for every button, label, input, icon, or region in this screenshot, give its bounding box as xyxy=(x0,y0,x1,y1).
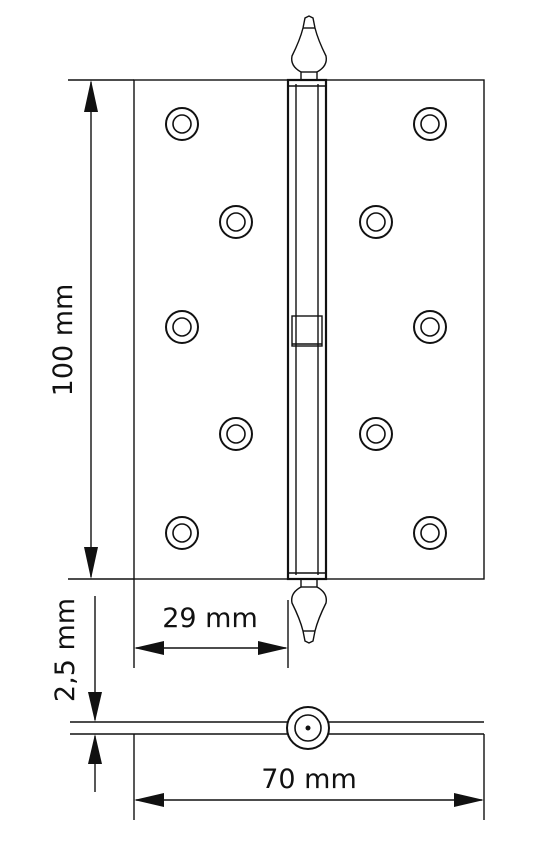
hinge-side-view xyxy=(134,706,484,750)
arrow-head xyxy=(84,80,98,112)
right-leaf-outline xyxy=(325,79,485,580)
knuckle-offset-dimension: 29 mm xyxy=(133,579,289,668)
screw-hole xyxy=(413,107,447,141)
right-leaf xyxy=(325,79,485,580)
height-label: 100 mm xyxy=(48,284,79,397)
screw-hole xyxy=(413,516,447,550)
screw-hole xyxy=(165,310,199,344)
pin-center xyxy=(305,725,311,731)
arrow-head xyxy=(134,793,164,807)
arrow-head xyxy=(134,641,164,655)
bottom-finial xyxy=(291,578,327,644)
width-dimension: 70 mm xyxy=(133,734,485,820)
height-dimension: 100 mm xyxy=(48,79,134,580)
knuckle-outer xyxy=(286,78,328,581)
knuckle-joint xyxy=(291,315,323,347)
screw-hole xyxy=(219,417,253,451)
arrow-head xyxy=(454,793,484,807)
top-finial xyxy=(291,15,327,81)
width-label: 70 mm xyxy=(261,764,357,795)
knuckle-offset-label: 29 mm xyxy=(162,603,258,634)
arrow-head xyxy=(84,547,98,579)
screw-hole xyxy=(165,516,199,550)
left-leaf-outline xyxy=(133,79,289,580)
thickness-dimension: 2,5 mm xyxy=(50,596,134,792)
screw-hole xyxy=(413,310,447,344)
screw-hole xyxy=(359,205,393,239)
screw-hole xyxy=(359,417,393,451)
arrow-head xyxy=(88,692,102,722)
arrow-head xyxy=(88,734,102,764)
thickness-label: 2,5 mm xyxy=(50,598,81,702)
screw-hole xyxy=(219,205,253,239)
arrow-head xyxy=(258,641,288,655)
screw-hole xyxy=(165,107,199,141)
screw-holes xyxy=(165,107,447,550)
hinge-knuckle xyxy=(286,78,328,581)
left-leaf xyxy=(133,79,289,580)
